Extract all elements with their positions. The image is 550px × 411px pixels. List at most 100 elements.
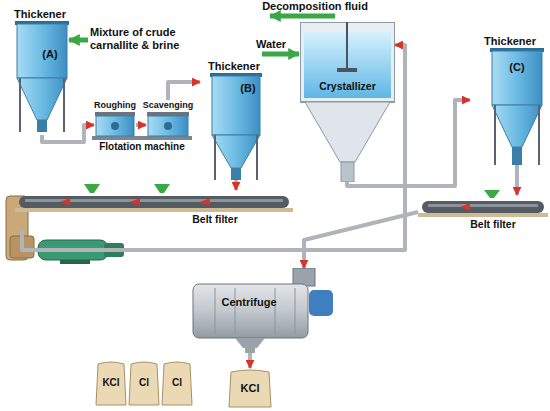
drawing-part <box>19 196 289 208</box>
drawing-part <box>346 22 348 72</box>
drawing-part <box>25 199 283 202</box>
drawing-part <box>309 290 333 316</box>
drawing-part <box>104 243 124 257</box>
centrifuge-shape <box>185 268 335 353</box>
pipe-connector <box>136 123 146 127</box>
node-label: Scavenging <box>140 100 196 110</box>
drawing-part <box>215 288 295 334</box>
node-label: Cl <box>161 377 193 389</box>
drawing-part <box>63 78 65 132</box>
node-label: Thickener <box>200 60 268 73</box>
pipe-connector <box>347 100 470 186</box>
node-label: Cl <box>128 377 160 389</box>
node-label: Crystallizer <box>304 80 391 92</box>
flotation-cell: Scavenging <box>146 100 190 138</box>
drawing-part <box>129 362 159 405</box>
pipe-connector <box>515 165 519 195</box>
drawing-part <box>17 24 67 78</box>
drawing-part <box>341 162 354 182</box>
drawing-part <box>229 370 271 407</box>
drawing-part <box>245 348 255 353</box>
drawing-part <box>256 135 258 180</box>
flotation-machine: Flotation machine Roughing Scavenging <box>92 100 192 155</box>
node-label: Belt filter <box>448 218 538 230</box>
drawing-part <box>147 112 189 116</box>
drawing-part <box>193 284 308 338</box>
crystallizer-tank-shape <box>300 22 395 182</box>
node-label: Flotation machine <box>92 141 192 153</box>
thickener-tank-shape <box>470 35 548 165</box>
drawing-part <box>212 135 260 168</box>
drawing-part <box>235 338 265 348</box>
pipe-connector <box>234 180 238 190</box>
drawing-part <box>96 116 134 136</box>
drawing-part <box>92 136 192 140</box>
node-label: KCl <box>228 382 272 395</box>
drawing-part <box>428 204 538 207</box>
node-label: (C) <box>498 61 536 74</box>
product-bag: Cl <box>161 360 193 406</box>
drawing-part <box>422 201 544 213</box>
input-label: Water <box>256 38 300 51</box>
node-label: KCl <box>95 377 127 389</box>
drawing-part <box>538 105 540 165</box>
drawing-part <box>418 213 548 217</box>
drawing-part <box>154 184 170 193</box>
drawing-part <box>494 105 496 165</box>
drawing-part <box>60 260 90 264</box>
drawing-part <box>15 208 293 212</box>
drawing-part <box>95 112 135 116</box>
discharge-funnels <box>84 184 500 198</box>
drawing-part <box>38 240 108 260</box>
drawing-part <box>300 22 395 102</box>
node-label: (B) <box>234 82 262 95</box>
outlet-arrow <box>270 14 335 19</box>
crystallizer-tank: Crystallizer <box>300 22 395 182</box>
drawing-part <box>214 135 216 180</box>
pipe-connector <box>22 45 405 250</box>
drawing-part <box>111 122 119 130</box>
thickener-tank: Thickener (A) <box>5 8 75 135</box>
thickener-tank-shape <box>5 8 75 135</box>
drawing-part <box>337 68 357 72</box>
drawing-part <box>231 168 241 180</box>
slurry-pump <box>38 240 124 264</box>
drawing-part <box>19 78 21 132</box>
feed-arrow <box>69 38 88 43</box>
drawing-part <box>484 190 500 198</box>
drawing-part <box>17 78 67 120</box>
drawing-part <box>164 122 172 130</box>
belt-filter: Belt filter <box>418 195 548 235</box>
product-bag: KCl <box>228 368 272 408</box>
drawing-part <box>148 116 188 136</box>
thickener-tank-shape <box>200 60 268 180</box>
flotation-cell: Roughing <box>94 100 136 138</box>
node-label: Centrifuge <box>199 296 299 309</box>
product-bag: Cl <box>128 360 160 406</box>
drawing-part <box>162 362 192 405</box>
thickener-tank: Thickener (B) <box>200 60 268 180</box>
pipe-connector <box>42 125 94 142</box>
centrifuge: Centrifuge <box>185 268 335 353</box>
feed-label: Mixture of crude carnallite & brine <box>90 26 210 52</box>
product-bag: KCl <box>95 360 127 406</box>
pipe-connector <box>248 353 252 368</box>
drawing-part <box>512 147 522 165</box>
node-label: (A) <box>33 48 67 61</box>
water-arrow <box>262 52 299 57</box>
node-label: Roughing <box>88 100 142 110</box>
drawing-part <box>10 236 34 258</box>
node-label: Thickener <box>5 8 75 21</box>
pipe-connector <box>168 82 200 100</box>
drawing-part <box>37 120 47 132</box>
node-label: Thickener <box>474 35 546 48</box>
drawing-part <box>492 105 542 147</box>
drawing-part <box>84 184 100 193</box>
drawing-part <box>293 268 315 286</box>
pipe-connector <box>304 212 418 268</box>
belt-filter: Belt filter <box>15 190 293 230</box>
node-label: Belt filter <box>165 213 265 225</box>
drawing-part <box>492 51 542 105</box>
outlet-label: Decomposition fluid <box>250 0 380 13</box>
